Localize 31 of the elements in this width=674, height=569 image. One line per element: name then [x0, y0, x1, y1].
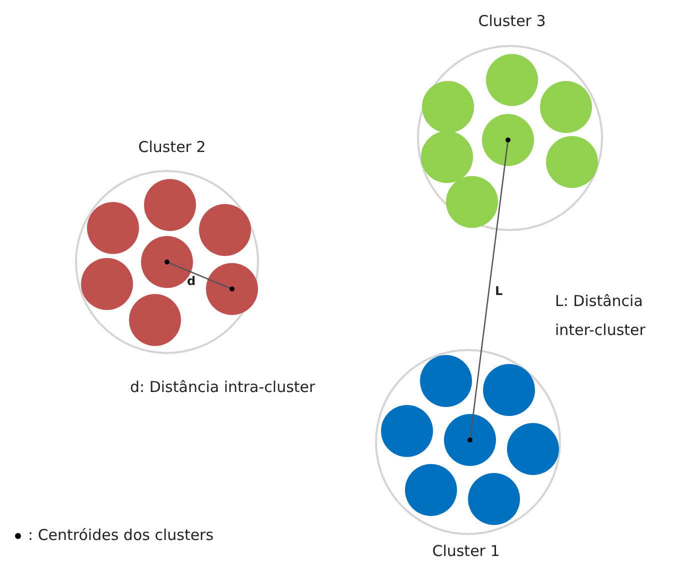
data-point-circle [468, 473, 520, 525]
data-point-circle [446, 176, 498, 228]
distance-line [469, 140, 509, 440]
edge-label: d [187, 274, 196, 288]
distance-line [166, 261, 232, 290]
data-point-circle [199, 204, 251, 256]
data-point-circle [144, 179, 196, 231]
data-point-circle [87, 202, 139, 254]
edge-label: L [495, 284, 503, 298]
cluster-title: Cluster 3 [478, 12, 546, 30]
data-point-circle [483, 364, 535, 416]
legend-text: : Centróides dos clusters [28, 526, 214, 544]
data-point-circle [507, 423, 559, 475]
cluster-title: Cluster 1 [432, 542, 500, 560]
cluster-title: Cluster 2 [138, 138, 206, 156]
data-point-circle [486, 54, 538, 106]
data-point-circle [381, 405, 433, 457]
data-point-circle [482, 114, 534, 166]
data-point-circle [129, 294, 181, 346]
data-point-circle [420, 355, 472, 407]
data-point-circle [546, 136, 598, 188]
data-point-circle [444, 414, 496, 466]
data-point-circle [421, 131, 473, 183]
data-point-circle [206, 263, 258, 315]
data-point-circle [422, 81, 474, 133]
annotation-text: L: Distância inter-cluster [555, 291, 646, 341]
data-point-circle [141, 236, 193, 288]
data-point-circle [540, 81, 592, 133]
annotation-text: d: Distância intra-cluster [130, 377, 316, 398]
data-point-circle [405, 464, 457, 516]
data-point-circle [81, 258, 133, 310]
